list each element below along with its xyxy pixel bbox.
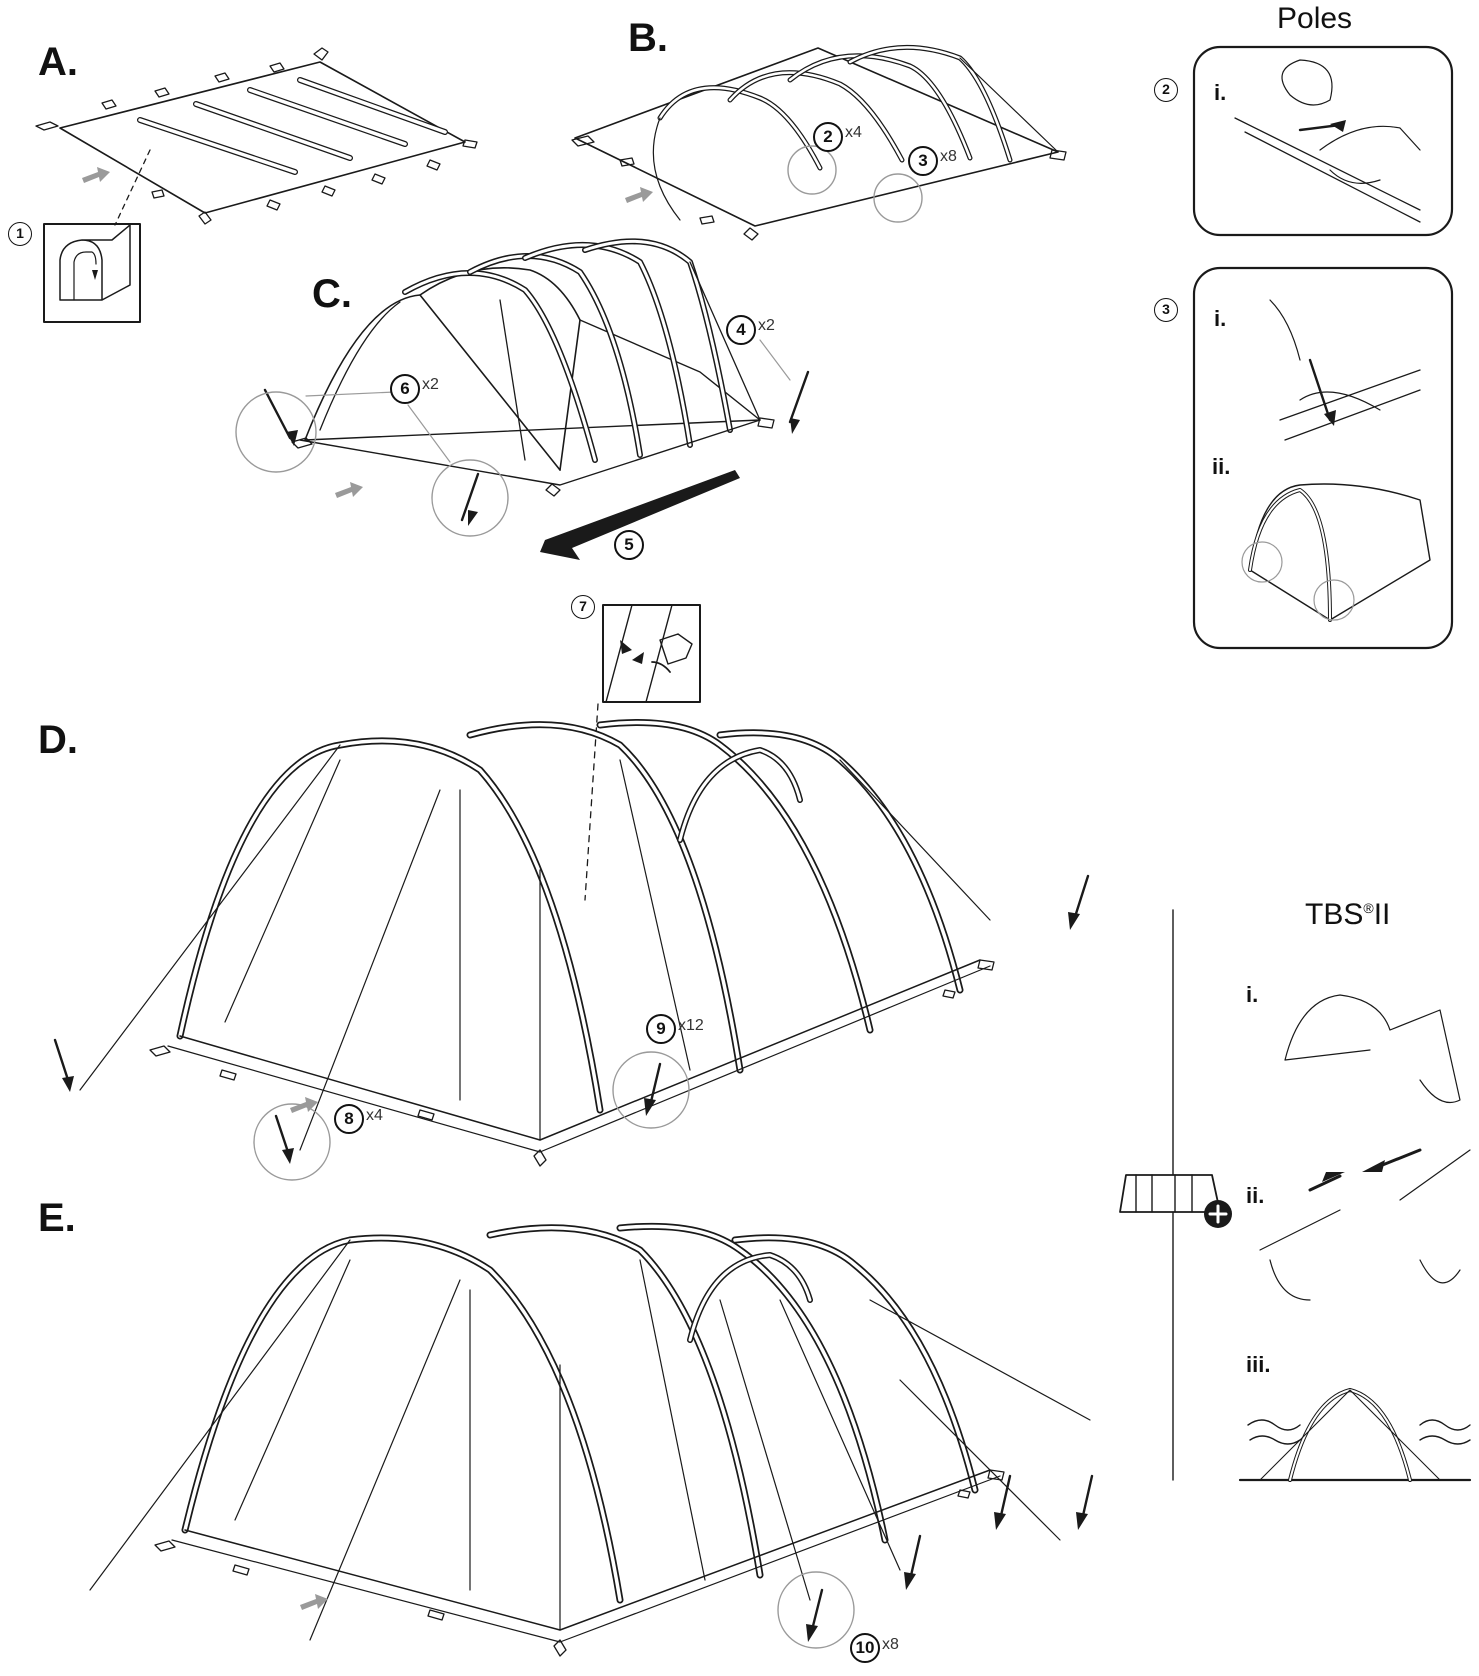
step-c-label: C. [312, 272, 352, 316]
tbs-panel [1119, 909, 1472, 1482]
step-a-label: A. [38, 40, 78, 84]
tbs-title-main: TBS [1305, 898, 1364, 931]
callout-10-mult: x8 [882, 1636, 899, 1653]
callout-9-mult: x12 [678, 1017, 704, 1034]
callout-1-number: 1 [8, 222, 32, 246]
callout-8-mult: x4 [366, 1107, 383, 1124]
poles-step2-sub-i: i. [1214, 80, 1227, 105]
poles-title: Poles [1277, 2, 1353, 35]
callout-3-number: 3 [908, 146, 938, 176]
step-d-pitched-tent [53, 719, 1090, 1181]
step-e-guyed-tent [89, 1222, 1094, 1657]
callout-6-mult: x2 [422, 376, 439, 393]
tbs-sub-i: i. [1246, 982, 1259, 1007]
poles-panel [1192, 45, 1454, 650]
callout-3-mult: x8 [940, 148, 957, 165]
poles-step2-number: 2 [1154, 78, 1178, 102]
poles-step3-sub-ii: ii. [1212, 454, 1231, 479]
callout-10-number: 10 [850, 1633, 880, 1663]
callout-7-number: 7 [571, 595, 595, 619]
tbs-sub-iii: iii. [1246, 1352, 1271, 1377]
callout-9-number: 9 [646, 1014, 676, 1044]
step-e-label: E. [38, 1196, 76, 1240]
tbs-title: TBS®II [1305, 898, 1390, 932]
callout-4-number: 4 [726, 315, 756, 345]
callout-2-mult: x4 [845, 124, 862, 141]
callout-6-number: 6 [390, 374, 420, 404]
callout-5-number: 5 [614, 530, 644, 560]
tbs-sub-ii: ii. [1246, 1183, 1265, 1208]
poles-step3-number: 3 [1154, 298, 1178, 322]
tbs-title-end: II [1373, 898, 1391, 931]
poles-step3-sub-i: i. [1214, 306, 1227, 331]
step-b-label: B. [628, 16, 668, 60]
step-d-label: D. [38, 718, 78, 762]
step-c-tent-raised [235, 238, 810, 560]
callout-2-number: 2 [813, 122, 843, 152]
callout-8-number: 8 [334, 1104, 364, 1134]
tbs-title-reg: ® [1363, 900, 1374, 916]
step-a-groundsheet [35, 47, 478, 323]
inset-7-hook [584, 604, 701, 901]
callout-4-mult: x2 [758, 317, 775, 334]
